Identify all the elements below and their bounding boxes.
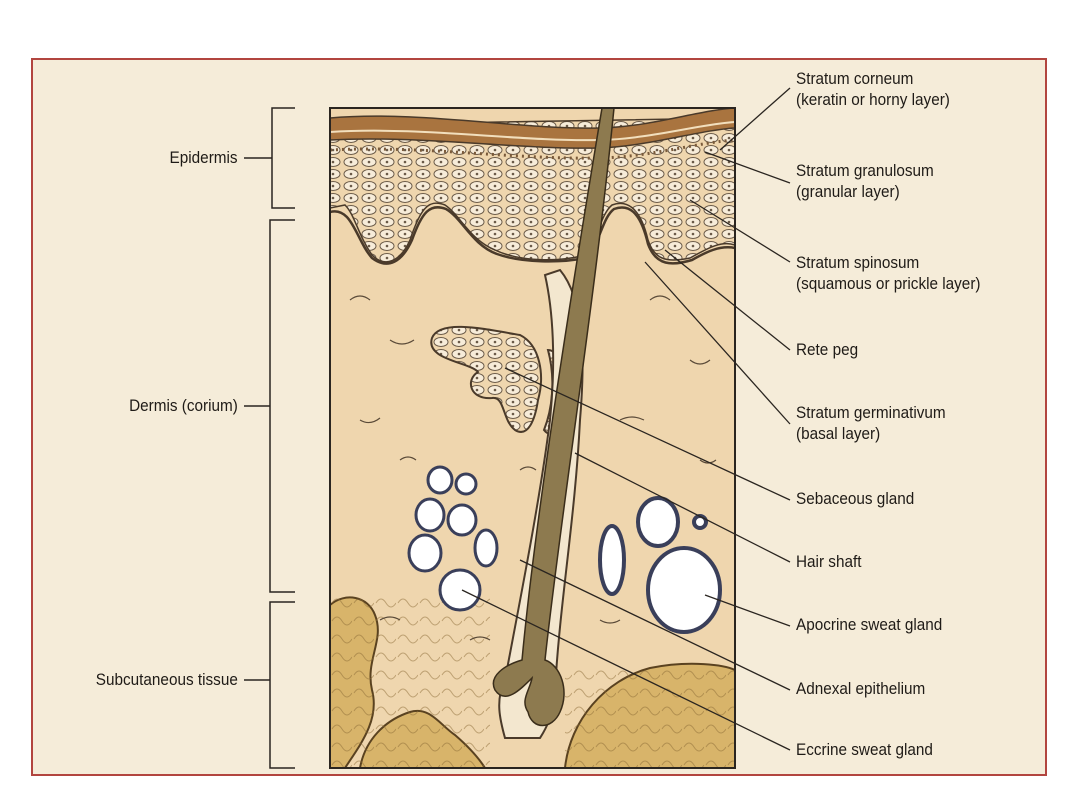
label-dermis: Dermis (corium): [129, 396, 238, 415]
apocrine-sweat-gland: [598, 496, 722, 634]
subcutaneous-bracket: [269, 601, 295, 769]
eccrine-sweat-gland: [407, 465, 499, 612]
label-stratum-germinativum: Stratum germinativum(basal layer): [796, 403, 946, 443]
label-hair-shaft: Hair shaft: [796, 552, 862, 571]
label-subcutaneous-tissue: Subcutaneous tissue: [95, 670, 238, 689]
label-sebaceous-gland: Sebaceous gland: [796, 489, 915, 508]
label-stratum-granulosum: Stratum granulosum(granular layer): [796, 161, 934, 201]
sebaceous-gland: [430, 325, 542, 433]
dermis-bracket: [269, 219, 295, 593]
label-adnexal-epithelium: Adnexal epithelium: [796, 679, 926, 698]
epidermis-layer: [330, 117, 735, 263]
leader-lines: [461, 87, 791, 751]
epidermis-bracket: [271, 107, 295, 209]
label-epidermis: Epidermis: [169, 148, 238, 167]
label-apocrine-sweat-gland: Apocrine sweat gland: [796, 615, 943, 634]
left-brackets: [244, 107, 295, 769]
label-rete-peg: Rete peg: [796, 340, 859, 359]
basal-layer: [330, 206, 735, 265]
label-eccrine-sweat-gland: Eccrine sweat gland: [796, 740, 933, 759]
connective-tissue-fibers: [349, 295, 717, 641]
hair-shaft: [492, 108, 615, 727]
label-stratum-corneum: Stratum corneum(keratin or horny layer): [796, 69, 950, 109]
label-stratum-spinosum: Stratum spinosum(squamous or prickle lay…: [796, 253, 981, 293]
stratum-granulosum: [330, 138, 735, 160]
tissue-block-outline: [329, 107, 736, 769]
